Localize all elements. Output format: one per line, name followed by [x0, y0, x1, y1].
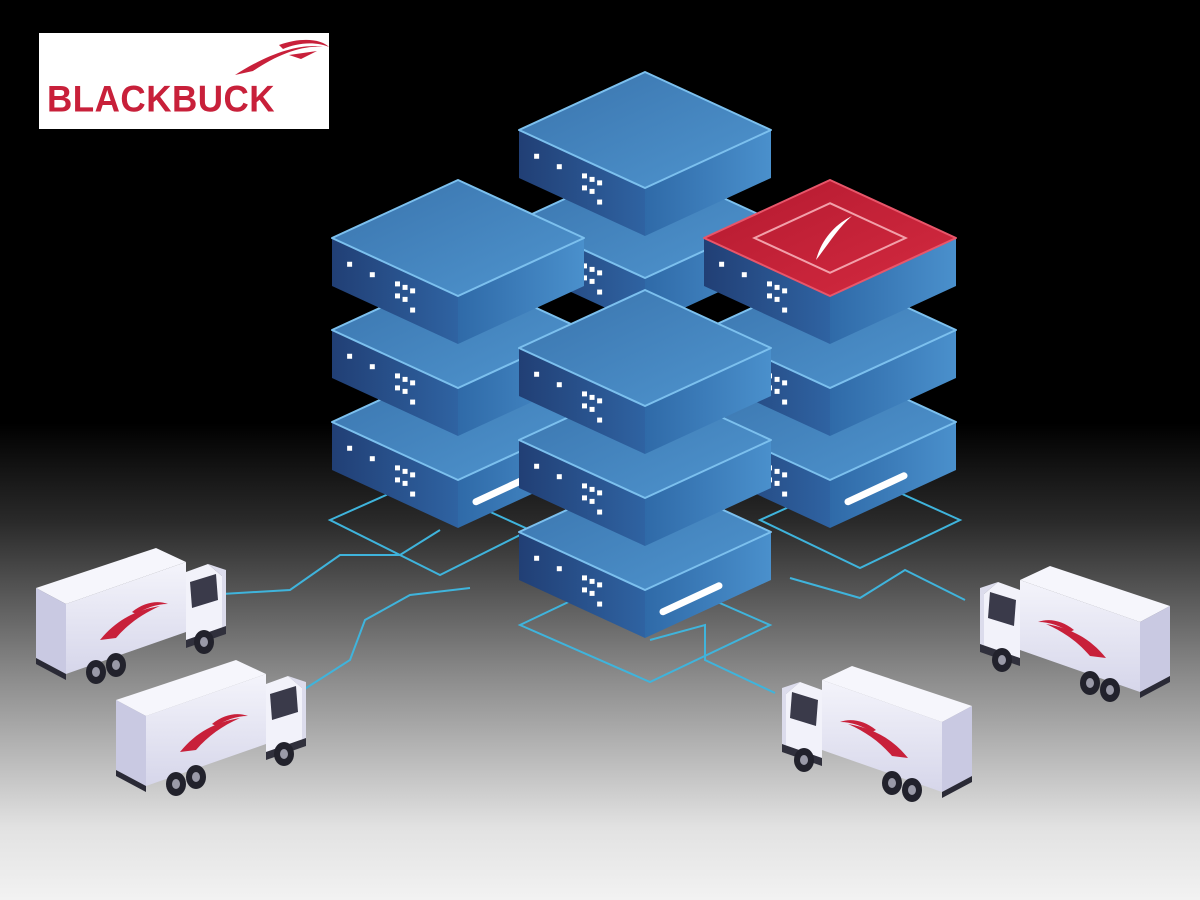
network-line [221, 529, 441, 595]
server-status-leds [534, 463, 603, 515]
network-line [789, 568, 966, 601]
server-status-leds [347, 353, 416, 405]
server-status-leds [534, 371, 603, 423]
blackbuck-swoosh-icon [1046, 624, 1106, 658]
truck-window [270, 686, 298, 720]
truck-window [988, 592, 1016, 626]
server-unit [518, 289, 772, 454]
server-unit [518, 71, 772, 236]
server-stack-front [518, 289, 772, 638]
server-slot-bar [844, 472, 908, 506]
server-slot-bar [659, 582, 723, 616]
truck-left-bottom [116, 660, 306, 796]
server-status-leds [347, 445, 416, 497]
truck-left-top [36, 548, 226, 684]
logo-wordmark: BLACKBUCK [47, 79, 276, 120]
blackbuck-swoosh-icon [235, 39, 329, 75]
server-status-leds [347, 261, 416, 313]
server-status-leds [719, 261, 788, 313]
trucks [36, 548, 1170, 802]
network-line [649, 623, 776, 694]
blackbuck-swoosh-icon [848, 724, 908, 758]
network-line [299, 587, 471, 693]
blackbuck-swoosh-icon [100, 606, 160, 640]
server-stacks [331, 71, 957, 638]
server-unit [331, 179, 585, 344]
server-unit [703, 179, 957, 344]
server-status-leds [534, 555, 603, 607]
accent-panel-outline [752, 202, 908, 274]
blackbuck-logo: BLACKBUCK [39, 33, 329, 129]
truck-right-top [980, 566, 1170, 702]
blackbuck-swoosh-icon [180, 718, 240, 752]
truck-window [190, 574, 218, 608]
server-status-leds [534, 153, 603, 205]
truck-window [790, 692, 818, 726]
truck-right-bottom [782, 666, 972, 802]
